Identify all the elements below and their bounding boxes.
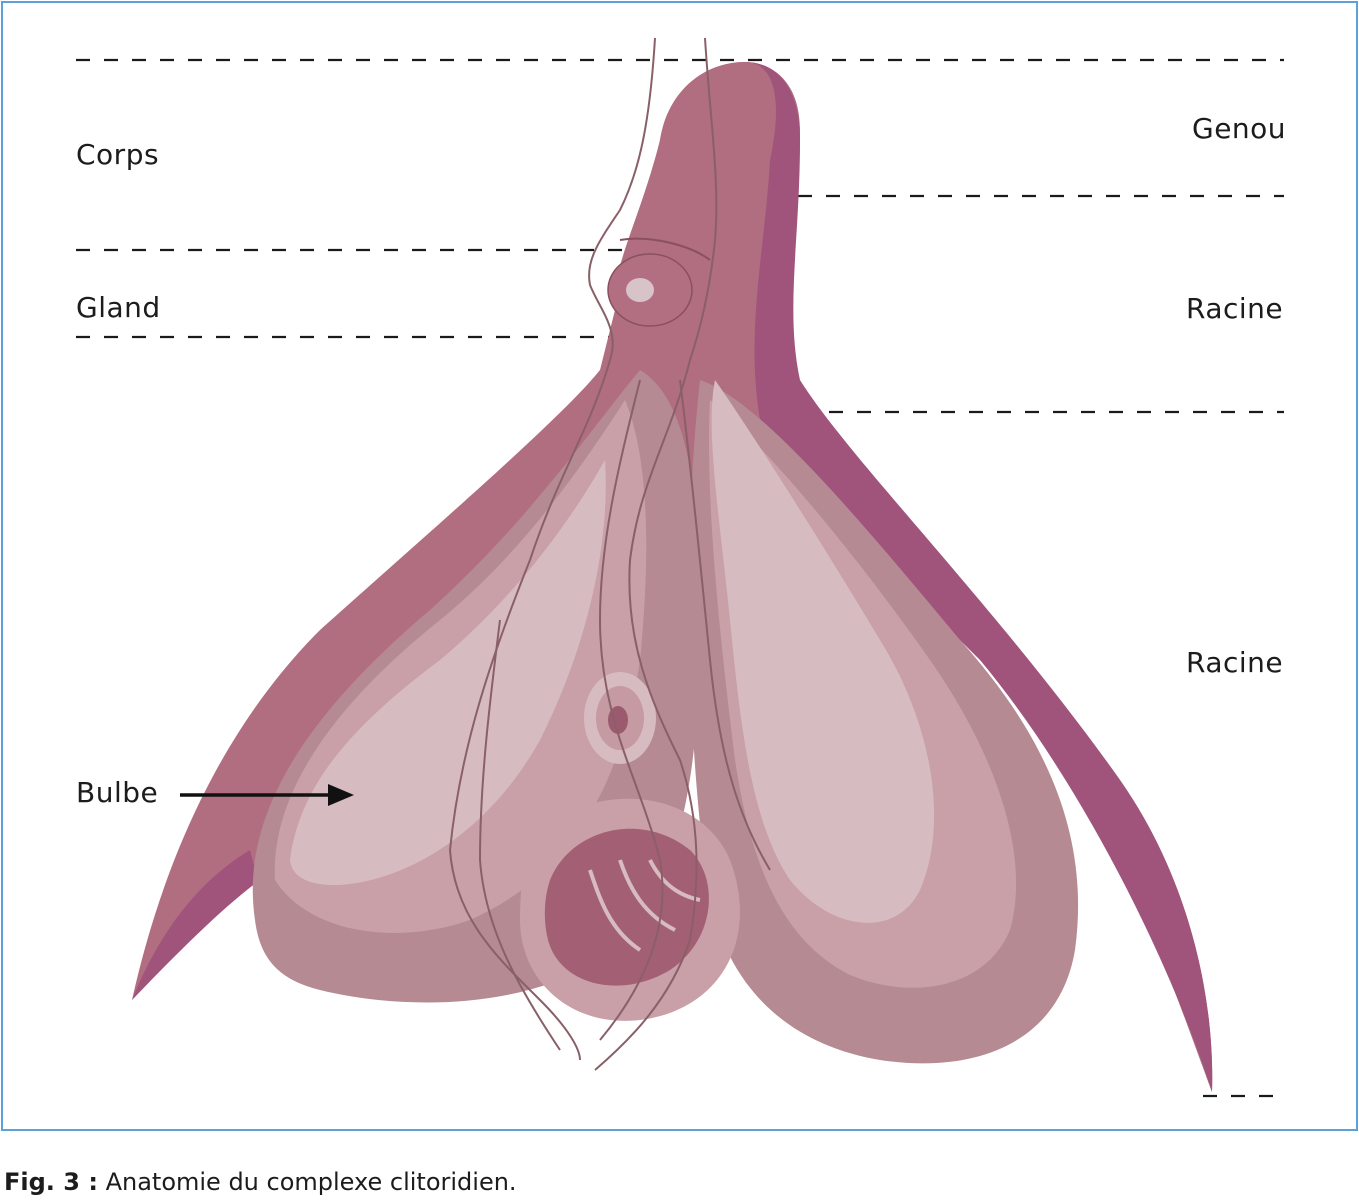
anatomy-illustration xyxy=(76,37,1284,1098)
crus-shade-left xyxy=(132,850,260,1000)
label-corps: Corps xyxy=(76,138,160,171)
label-genou: Genou xyxy=(1192,112,1287,145)
label-bulbe: Bulbe xyxy=(76,776,159,809)
label-gland: Gland xyxy=(76,291,161,324)
central-structures xyxy=(520,672,740,1021)
guide-lines xyxy=(76,58,1284,1098)
vaginal-opening xyxy=(544,828,709,986)
contour-lines xyxy=(448,37,771,1071)
caption-text: Anatomie du complexe clitoridien. xyxy=(105,1168,517,1196)
bulbe-arrow-icon xyxy=(180,784,354,806)
figure-caption: Fig. 3 : Anatomie du complexe clitoridie… xyxy=(4,1170,517,1194)
clitoral-body xyxy=(607,62,776,329)
caption-prefix: Fig. 3 : xyxy=(4,1168,98,1196)
bulbs xyxy=(252,370,1079,1064)
crus-shade-right xyxy=(745,62,1213,1092)
label-racine-lower: Racine xyxy=(1186,646,1284,679)
label-racine-upper: Racine xyxy=(1186,292,1284,325)
